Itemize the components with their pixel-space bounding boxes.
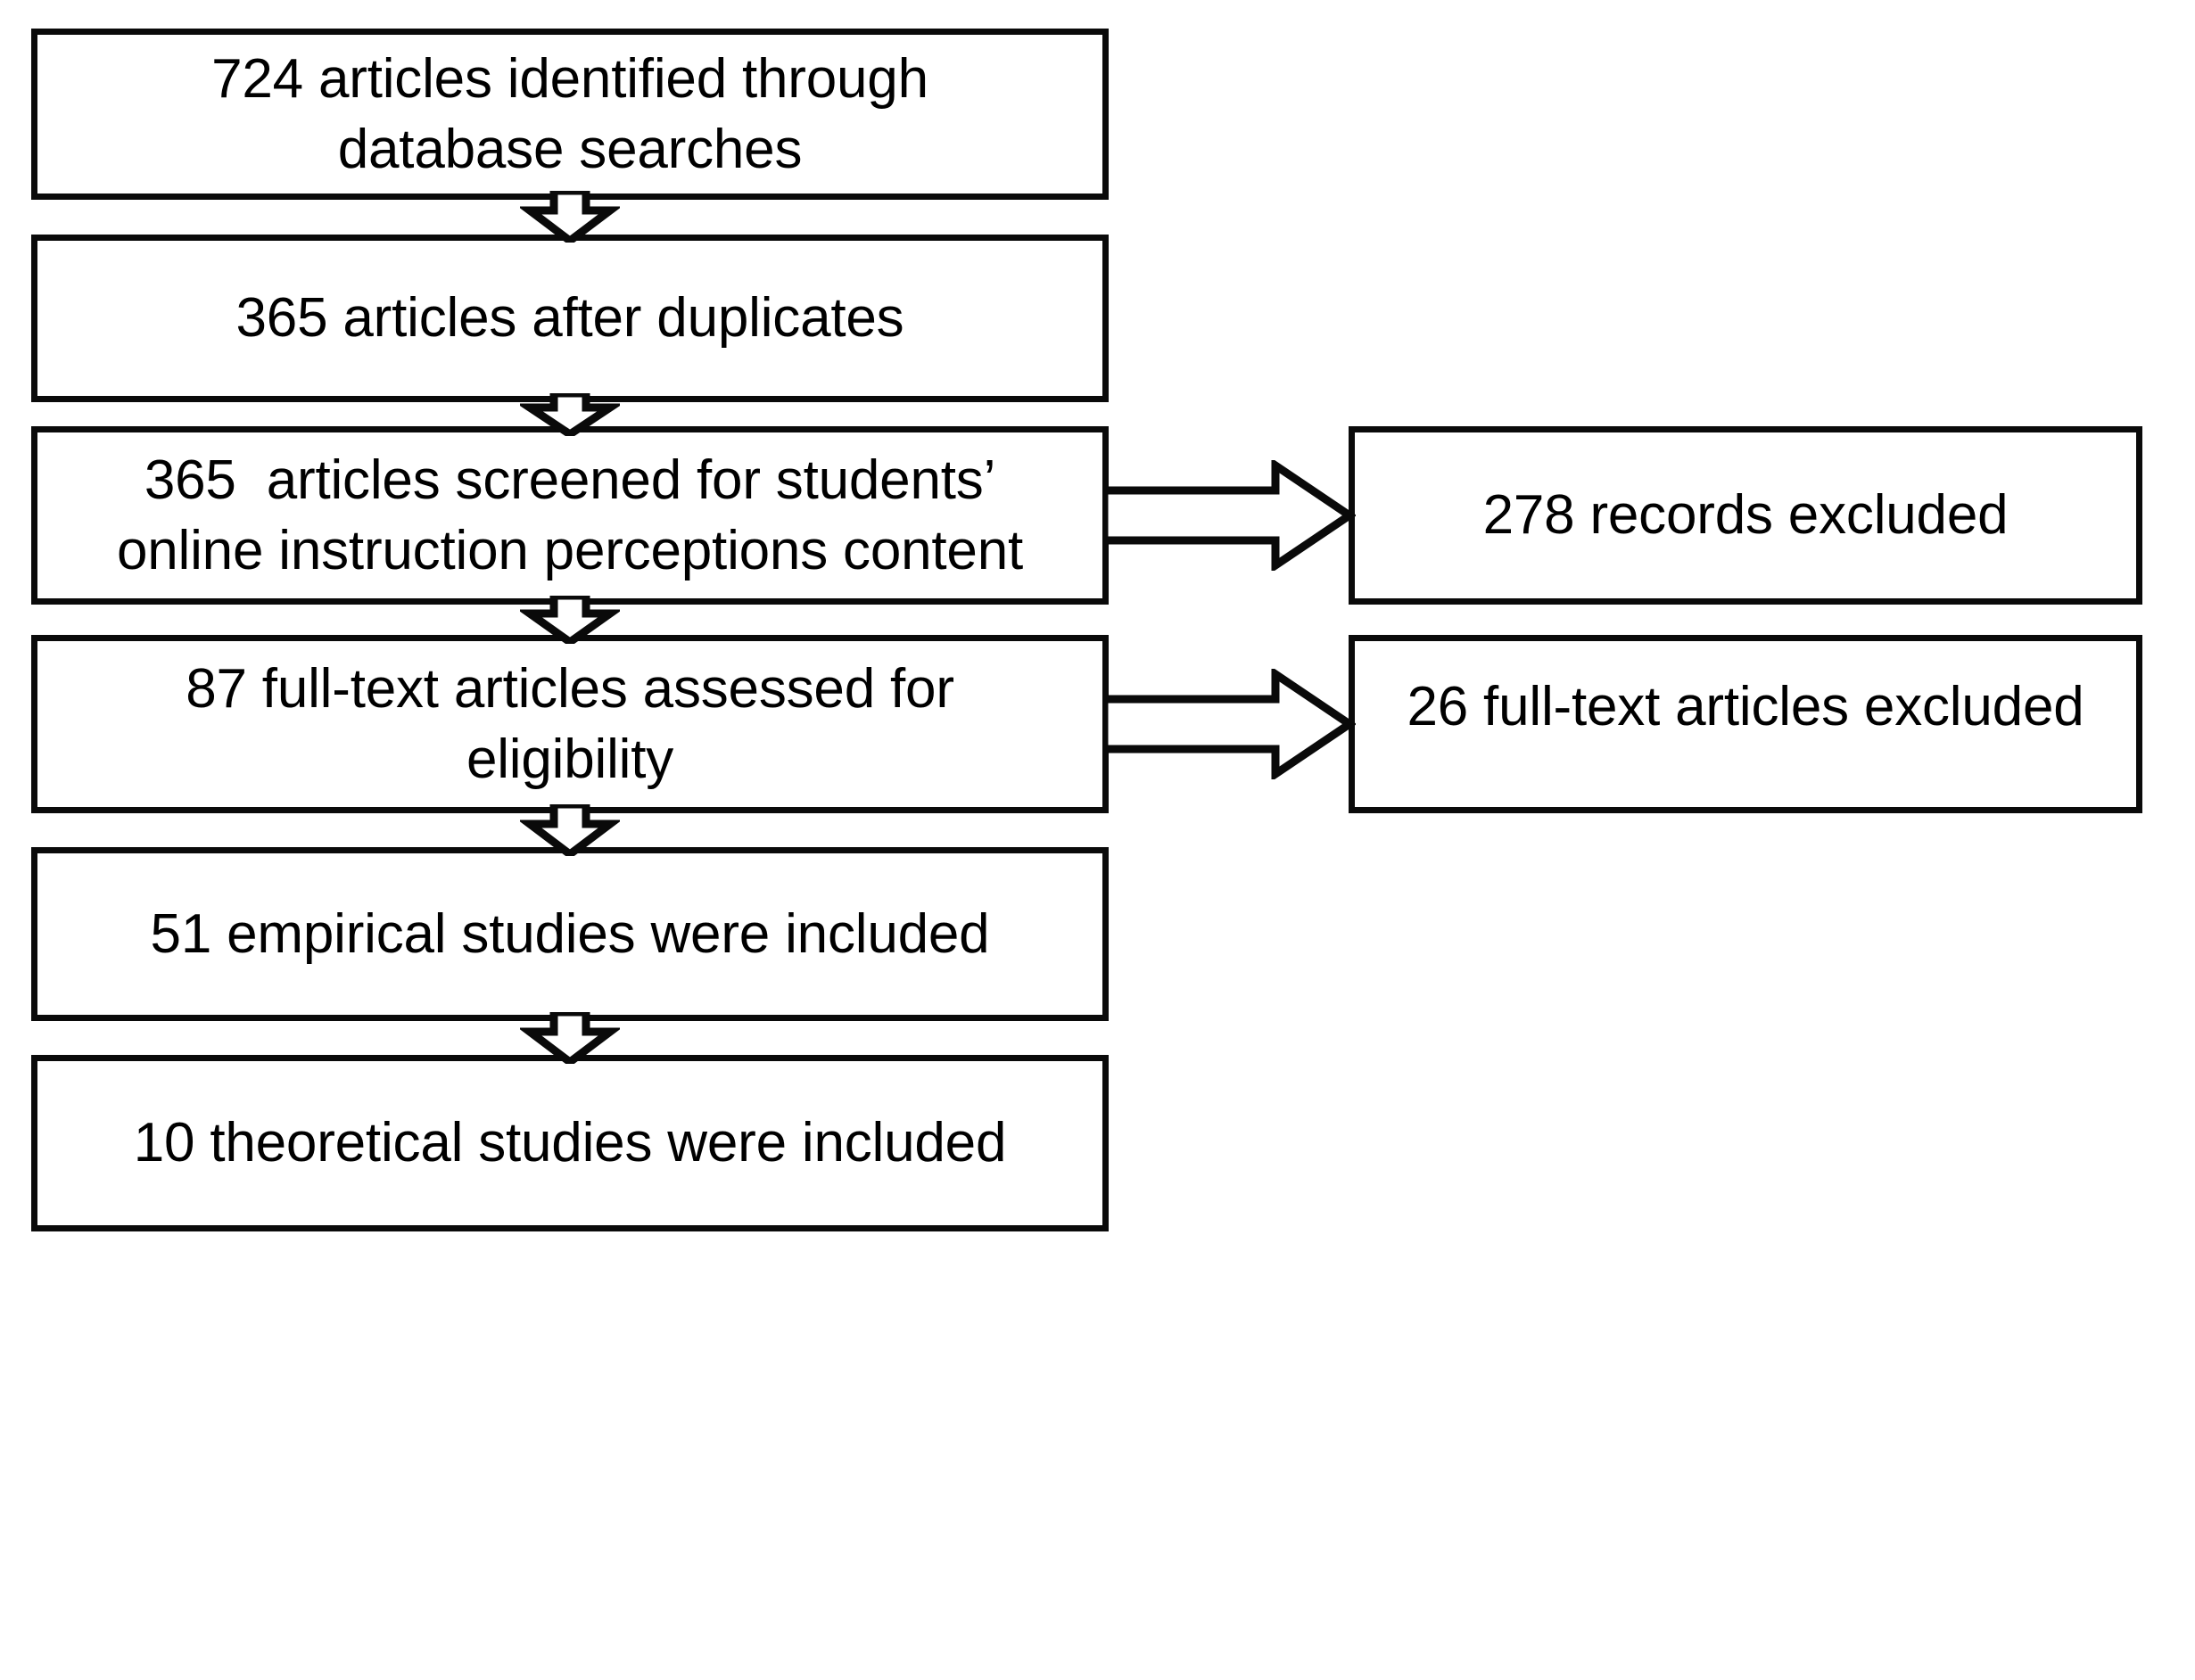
flow-box-identified-label: 724 articles identified through database…: [211, 47, 928, 180]
flow-box-screened-label: 365 articles screened for students’ onli…: [116, 449, 1024, 581]
flow-box-fulltext-assessed: 87 full-text articles assessed for eligi…: [31, 635, 1109, 813]
flow-box-records-excluded: 278 records excluded: [1349, 426, 2142, 605]
arrow-duplicates-to-screened: [520, 393, 620, 436]
flow-box-theoretical-included: 10 theoretical studies were included: [31, 1055, 1109, 1231]
arrow-screened-to-records-excluded: [1104, 460, 1356, 571]
flow-box-duplicates-label: 365 articles after duplicates: [235, 287, 904, 350]
flow-box-fulltext-excluded-label: 26 full-text articles excluded: [1407, 676, 2084, 737]
flow-box-theoretical-included-label: 10 theoretical studies were included: [133, 1112, 1007, 1174]
flow-box-identified: 724 articles identified through database…: [31, 29, 1109, 200]
flow-box-screened: 365 articles screened for students’ onli…: [31, 426, 1109, 605]
flow-box-empirical-included: 51 empirical studies were included: [31, 847, 1109, 1021]
arrow-screened-to-fulltext: [520, 596, 620, 644]
flow-box-fulltext-excluded: 26 full-text articles excluded: [1349, 635, 2142, 813]
flow-box-records-excluded-label: 278 records excluded: [1482, 484, 2009, 547]
flow-box-empirical-included-label: 51 empirical studies were included: [150, 902, 990, 965]
arrow-identified-to-duplicates: [520, 191, 620, 243]
arrow-fulltext-to-fulltext-excluded: [1104, 669, 1356, 779]
arrow-empirical-to-theoretical: [520, 1012, 620, 1064]
flow-box-fulltext-assessed-label: 87 full-text articles assessed for eligi…: [186, 657, 954, 790]
arrow-fulltext-to-empirical: [520, 804, 620, 856]
flow-box-duplicates: 365 articles after duplicates: [31, 235, 1109, 402]
